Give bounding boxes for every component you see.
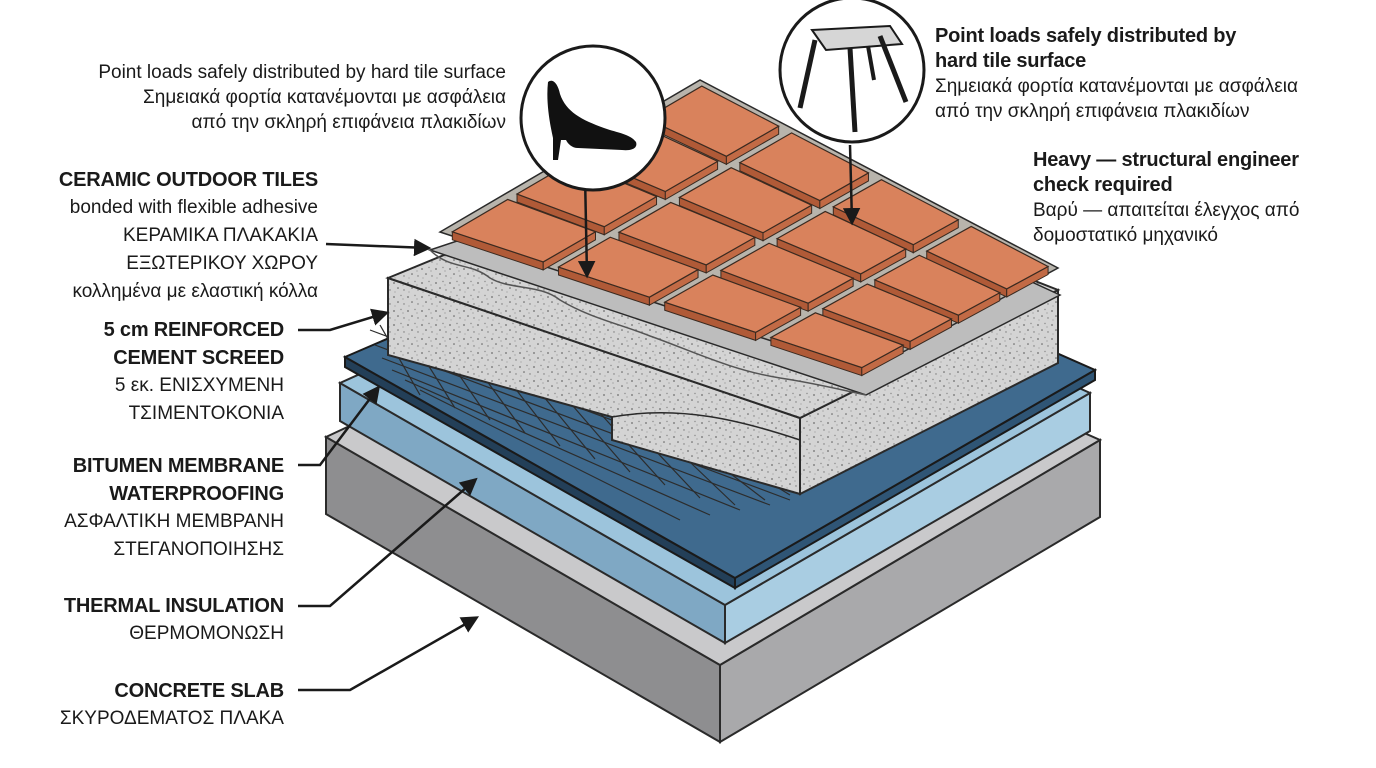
heavy-callout-line1: Βαρύ — απαιτείται έλεγχος από [1033,200,1300,221]
chair-callout-title1: Point loads safely distributed by [935,25,1237,47]
chair-callout [778,0,926,226]
chair-callout-line1: Σημειακά φορτία κατανέμονται με ασφάλεια [935,76,1298,97]
membrane-label-title1: BITUMEN MEMBRANE [72,455,284,477]
ceramic-tile [557,236,700,298]
tiles-label-line1: bonded with flexible adhesive [69,197,318,218]
chair-callout-text: Point loads safely distributed by hard t… [935,24,1355,124]
ceramic-tile [738,132,870,202]
shoe-callout-line3: από την σκληρή επιφάνεια πλακιδίων [191,112,506,133]
ceramic-tile [719,242,855,304]
chair-callout-line2: από την σκληρή επιφάνεια πλακιδίων [935,101,1250,122]
slab-label-line1: ΣΚΥΡΟΔΕΜΑΤΟΣ ΠΛΑΚΑ [59,708,284,729]
ceramic-tile [821,283,953,343]
membrane-label-title2: WATERPROOFING [109,483,284,505]
screed-label: 5 cm REINFORCED CEMENT SCREED 5 εκ. ΕΝΙΣ… [20,316,285,428]
high-heel-shoe-icon [547,80,637,160]
ceramic-tile [925,225,1050,290]
screed-label-line1: 5 εκ. ΕΝΙΣΧΥΜΕΝΗ [114,375,284,396]
ceramic-tile [617,201,757,266]
shoe-callout-text: Point loads safely distributed by hard t… [60,60,506,135]
tiles-label-line2: ΚΕΡΑΜΙΚΑ ΠΛΑΚΑΚΙΑ [122,225,318,246]
membrane-label: BITUMEN MEMBRANE WATERPROOFING ΑΣΦΑΛΤΙΚΗ… [20,452,284,564]
insulation-label-title: THERMAL INSULATION [63,595,284,617]
insulation-label-line1: ΘΕΡΜΟΜΟΝΩΣΗ [129,623,284,644]
heavy-callout-title2: check required [1033,174,1173,196]
heavy-callout-text: Heavy — structural engineer check requir… [1033,148,1363,248]
membrane-label-line2: ΣΤΕΓΑΝΟΠΟΙΗΣΗΣ [113,539,284,560]
heavy-callout-title1: Heavy — structural engineer [1033,149,1299,171]
slab-label-title: CONCRETE SLAB [114,680,284,702]
insulation-label: THERMAL INSULATION ΘΕΡΜΟΜΟΝΩΣΗ [20,592,284,648]
membrane-label-line1: ΑΣΦΑΛΤΙΚΗ ΜΕΜΒΡΑΝΗ [64,511,284,532]
shoe-callout [519,44,667,279]
chair-callout-title2: hard tile surface [935,50,1087,72]
shoe-callout-line1: Point loads safely distributed by hard t… [98,62,506,83]
tiles-label-title: CERAMIC OUTDOOR TILES [58,169,318,191]
chair-legs-icon [797,24,909,133]
heavy-callout-line2: δομοστατικό μηχανικό [1033,225,1218,246]
screed-label-title2: CEMENT SCREED [113,347,284,369]
ceramic-tile [450,198,597,263]
ceramic-tile [831,178,960,246]
screed-label-title1: 5 cm REINFORCED [103,319,285,341]
tiles-label: CERAMIC OUTDOOR TILES bonded with flexib… [20,166,318,306]
ceramic-tile [873,254,1002,316]
ceramic-tile [775,210,908,275]
tiles-label-line4: κολλημένα με ελαστική κόλλα [72,281,318,302]
slab-label: CONCRETE SLAB ΣΚΥΡΟΔΕΜΑΤΟΣ ΠΛΑΚΑ [20,677,284,733]
screed-label-line2: ΤΣΙΜΕΝΤΟΚΟΝΙΑ [128,403,284,424]
shoe-callout-line2: Σημειακά φορτία κατανέμονται με ασφάλεια [143,87,506,108]
leader-lines [298,238,480,692]
ceramic-tile [645,85,780,157]
ceramic-tile [769,312,905,369]
ceramic-tile [663,274,803,334]
ceramic-tile [678,166,813,234]
tiles-label-line3: ΕΞΩΤΕΡΙΚΟΥ ΧΩΡΟΥ [126,253,318,274]
